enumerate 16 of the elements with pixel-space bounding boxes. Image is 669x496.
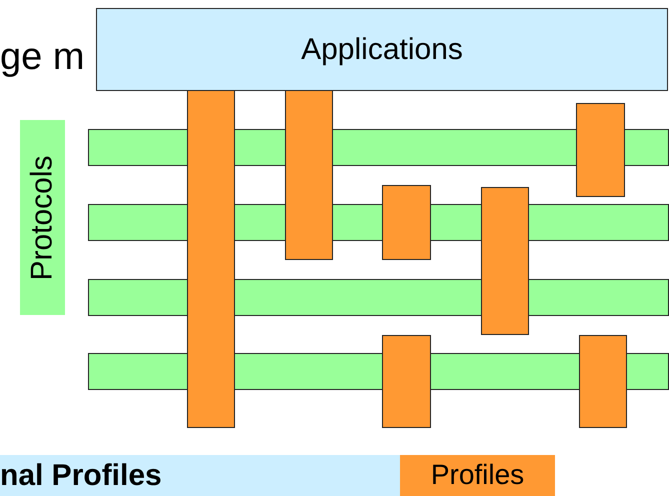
- box-label: Profiles: [430, 459, 524, 490]
- side-label-box: [20, 120, 65, 315]
- heading-band: [0, 455, 400, 496]
- profile-bar: [579, 335, 627, 428]
- box-label: Applications: [301, 32, 463, 66]
- vertical-label: Protocols: [26, 154, 60, 280]
- profile-bar: [576, 103, 625, 197]
- profile-bar: [382, 335, 431, 428]
- profile-bar: [481, 187, 529, 335]
- title-box: [96, 8, 668, 91]
- heading-text: ge m: [0, 36, 84, 79]
- profile-bar: [382, 185, 431, 260]
- profile-bar: [285, 90, 333, 260]
- profile-bar: [187, 90, 235, 428]
- profile-box: [400, 455, 555, 496]
- box-label: nal Profiles: [0, 459, 162, 493]
